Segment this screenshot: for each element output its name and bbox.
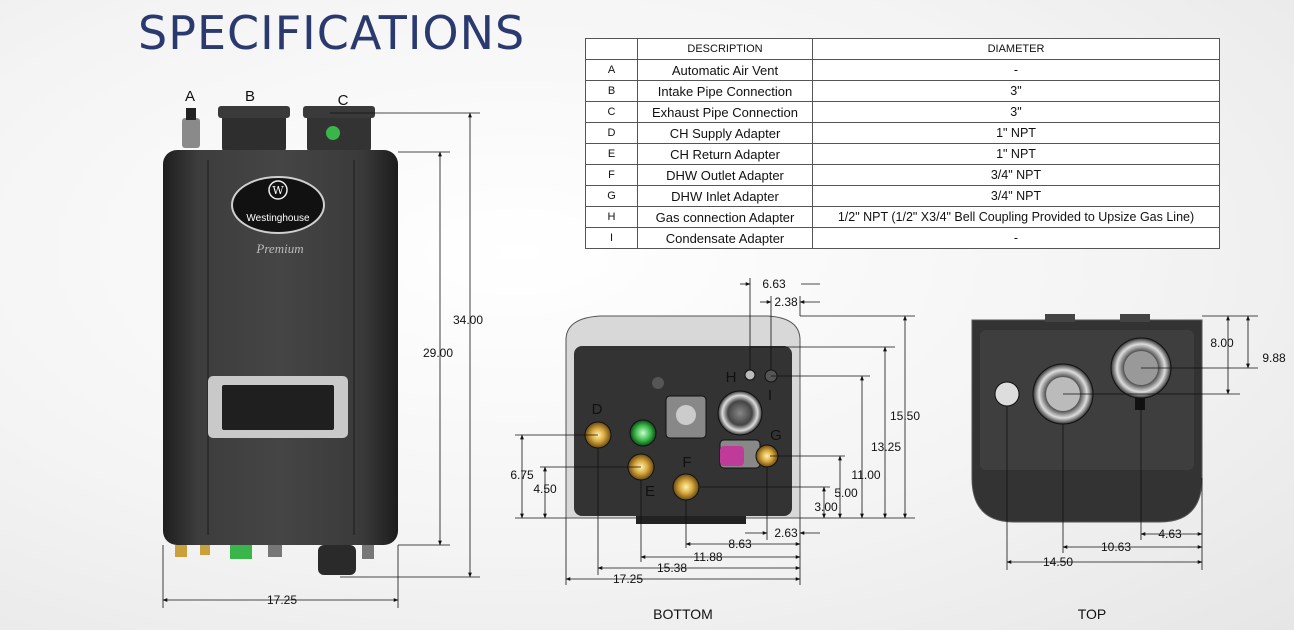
dim-front-height-total: 34.00 — [453, 313, 483, 327]
cell-description: Automatic Air Vent — [637, 59, 813, 81]
top-view: 8.00 9.88 4.63 10.63 14.50 TOP — [971, 314, 1286, 622]
fitting-magenta-icon — [720, 446, 744, 466]
dim-front-height-body: 29.00 — [423, 346, 453, 360]
dim-bottom-863: 8.63 — [728, 537, 752, 551]
brand-logo — [231, 176, 325, 234]
dim-top-463: 4.63 — [1158, 527, 1182, 541]
dim-front-width: 17.25 — [267, 593, 297, 607]
label-f: F — [682, 454, 691, 471]
top-caption: TOP — [1078, 606, 1107, 622]
dim-bottom-1100: 11.00 — [851, 468, 880, 482]
exhaust-pipe-icon — [303, 106, 375, 152]
air-vent-top-icon — [994, 381, 1020, 407]
label-b: B — [245, 88, 255, 105]
dim-bottom-675: 6.75 — [510, 468, 534, 482]
logo-letter: W — [272, 184, 284, 197]
dim-bottom-450: 4.50 — [533, 482, 557, 496]
label-d: D — [592, 401, 603, 418]
cell-diameter: - — [812, 227, 1220, 249]
dim-bottom-1538: 15.38 — [657, 561, 687, 575]
dim-bottom-300: 3.00 — [814, 500, 838, 514]
dim-bottom-1725: 17.25 — [613, 572, 643, 586]
dim-bottom-1550: 15.50 — [890, 409, 920, 423]
cell-description: Intake Pipe Connection — [637, 80, 813, 102]
dim-top-988: 9.88 — [1262, 351, 1286, 365]
fitting-f-icon — [672, 473, 700, 501]
label-h: H — [726, 369, 737, 386]
cell-description: CH Return Adapter — [637, 143, 813, 165]
brand-name: Westinghouse — [246, 213, 310, 224]
label-i: I — [768, 387, 772, 404]
intake-pipe-icon — [218, 106, 290, 152]
cell-description: Gas connection Adapter — [637, 206, 813, 228]
dim-bottom-1188: 11.88 — [693, 550, 722, 564]
label-c: C — [338, 92, 349, 109]
dim-bottom-500: 5.00 — [834, 486, 858, 500]
dim-bottom-263: 2.63 — [774, 526, 798, 540]
label-a: A — [185, 88, 195, 105]
fitting-h-icon — [744, 369, 756, 381]
dim-top-800: 8.00 — [1210, 336, 1234, 350]
bottom-fittings — [175, 545, 374, 575]
label-e: E — [645, 483, 655, 500]
dim-top-1063: 10.63 — [1101, 540, 1131, 554]
table-header-row: DESCRIPTION DIAMETER — [585, 38, 1220, 60]
dim-bottom-238: 2.38 — [774, 295, 798, 309]
fitting-green-icon — [629, 419, 657, 447]
air-vent-icon — [182, 108, 200, 148]
bottom-view: D E F G H I — [510, 277, 920, 622]
model-name: Premium — [255, 241, 303, 256]
dim-bottom-663: 6.63 — [762, 277, 786, 291]
page-title: SPECIFICATIONS — [138, 6, 526, 60]
label-g: G — [770, 427, 782, 444]
dim-bottom-1325: 13.25 — [871, 440, 901, 454]
cell-description: DHW Inlet Adapter — [637, 185, 813, 207]
bottom-caption: BOTTOM — [653, 606, 713, 622]
front-view: W Westinghouse Premium A B C — [162, 88, 483, 608]
dim-top-1450: 14.50 — [1043, 555, 1073, 569]
heater-body — [163, 150, 398, 545]
cell-description: CH Supply Adapter — [637, 122, 813, 144]
